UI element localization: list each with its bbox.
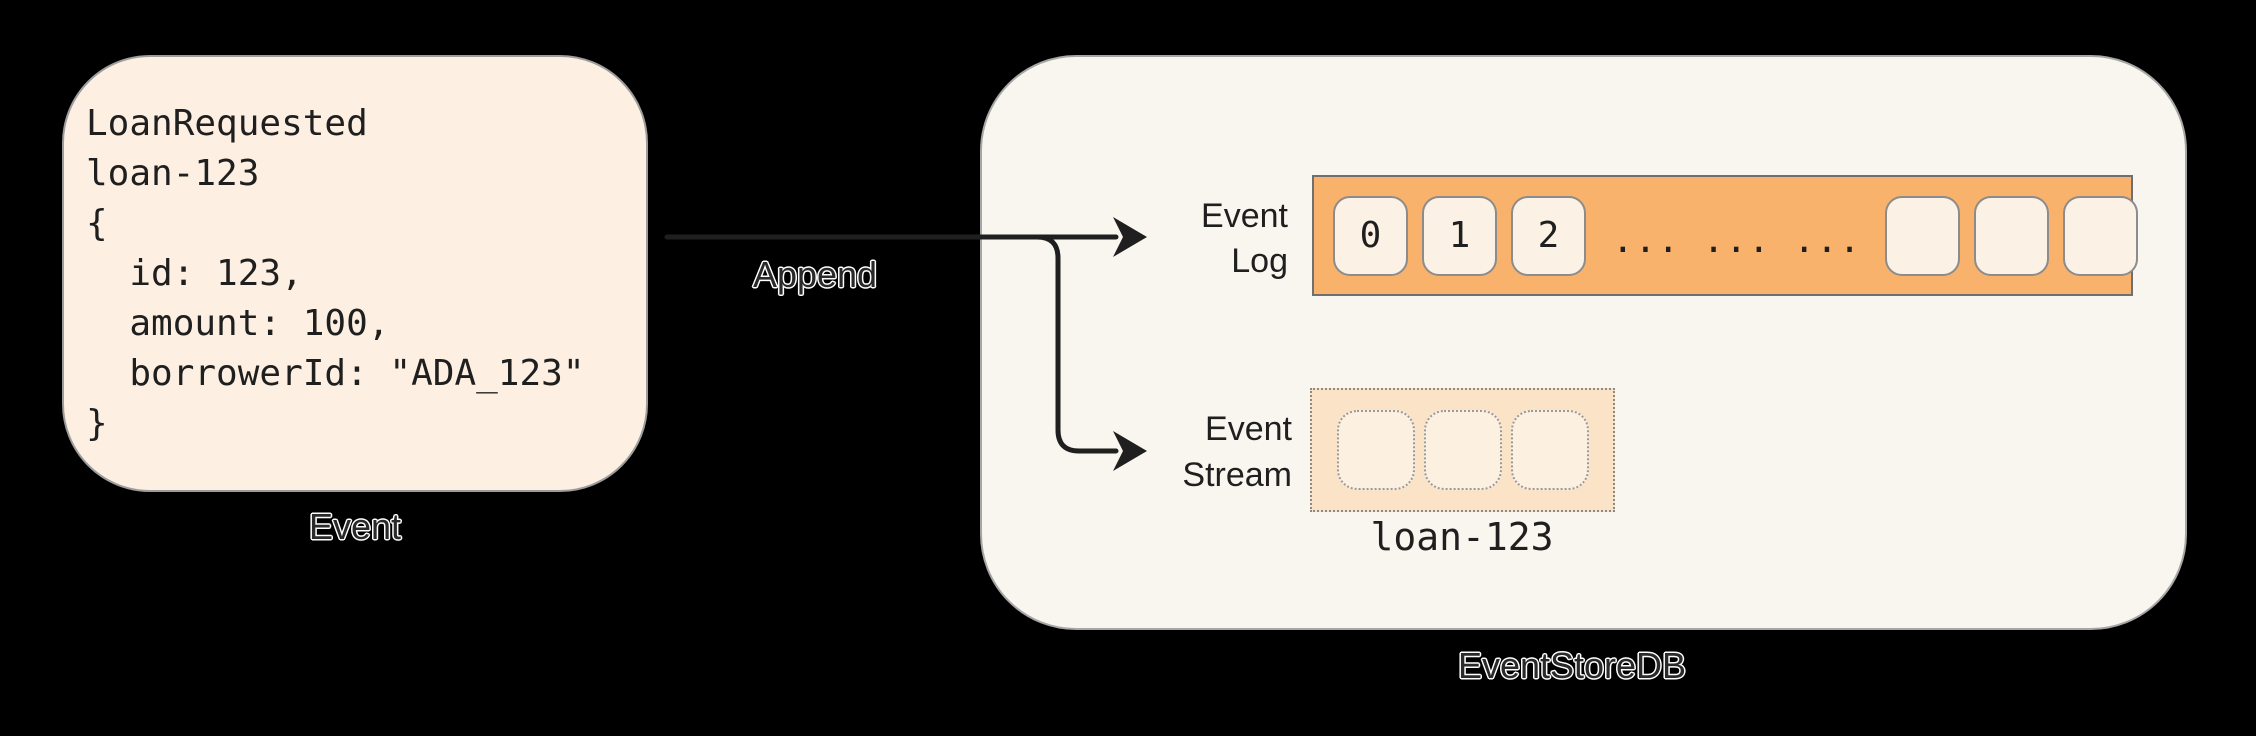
code-line: id: 123,: [86, 253, 303, 294]
code-line: }: [86, 403, 108, 444]
log-empty-cell: [1885, 195, 1961, 276]
eventstoredb-caption: EventStoreDB: [1457, 645, 1687, 686]
log-cell-2: 2: [1511, 195, 1586, 276]
stream-name-label: loan-123: [1370, 515, 1554, 559]
code-line: borrowerId: "ADA_123": [86, 353, 585, 394]
event-stream-label-line1: Event: [1205, 410, 1292, 448]
event-code-box: LoanRequested loan-123 { id: 123, amount…: [62, 55, 648, 492]
log-empty-cell: [1974, 195, 2050, 276]
stream-empty-cell: [1337, 410, 1415, 490]
event-box-caption: Event: [308, 506, 402, 547]
event-log-label-line2: Log: [1231, 242, 1288, 280]
event-code-block: LoanRequested loan-123 { id: 123, amount…: [86, 99, 638, 449]
event-stream-label: Event Stream: [1080, 406, 1292, 498]
log-empty-cell: [2063, 195, 2139, 276]
code-line: amount: 100,: [86, 303, 390, 344]
event-log-bar: 0 1 2 ... ... ...: [1312, 175, 2139, 296]
event-stream-box: [1310, 388, 1615, 512]
log-cell-0: 0: [1333, 195, 1408, 276]
log-ellipsis: ... ... ...: [1612, 220, 1862, 261]
log-cell-1: 1: [1422, 195, 1497, 276]
event-stream-label-line2: Stream: [1182, 456, 1292, 494]
code-line: {: [86, 203, 108, 244]
eventstoredb-container: [980, 55, 2187, 630]
event-log-label: Event Log: [1080, 194, 1288, 284]
code-line: LoanRequested: [86, 103, 368, 144]
stream-empty-cell: [1424, 410, 1502, 490]
stream-empty-cell: [1511, 410, 1589, 490]
code-line: loan-123: [86, 153, 260, 194]
event-log-label-line1: Event: [1201, 197, 1288, 235]
append-arrow-label: Append: [752, 254, 878, 295]
